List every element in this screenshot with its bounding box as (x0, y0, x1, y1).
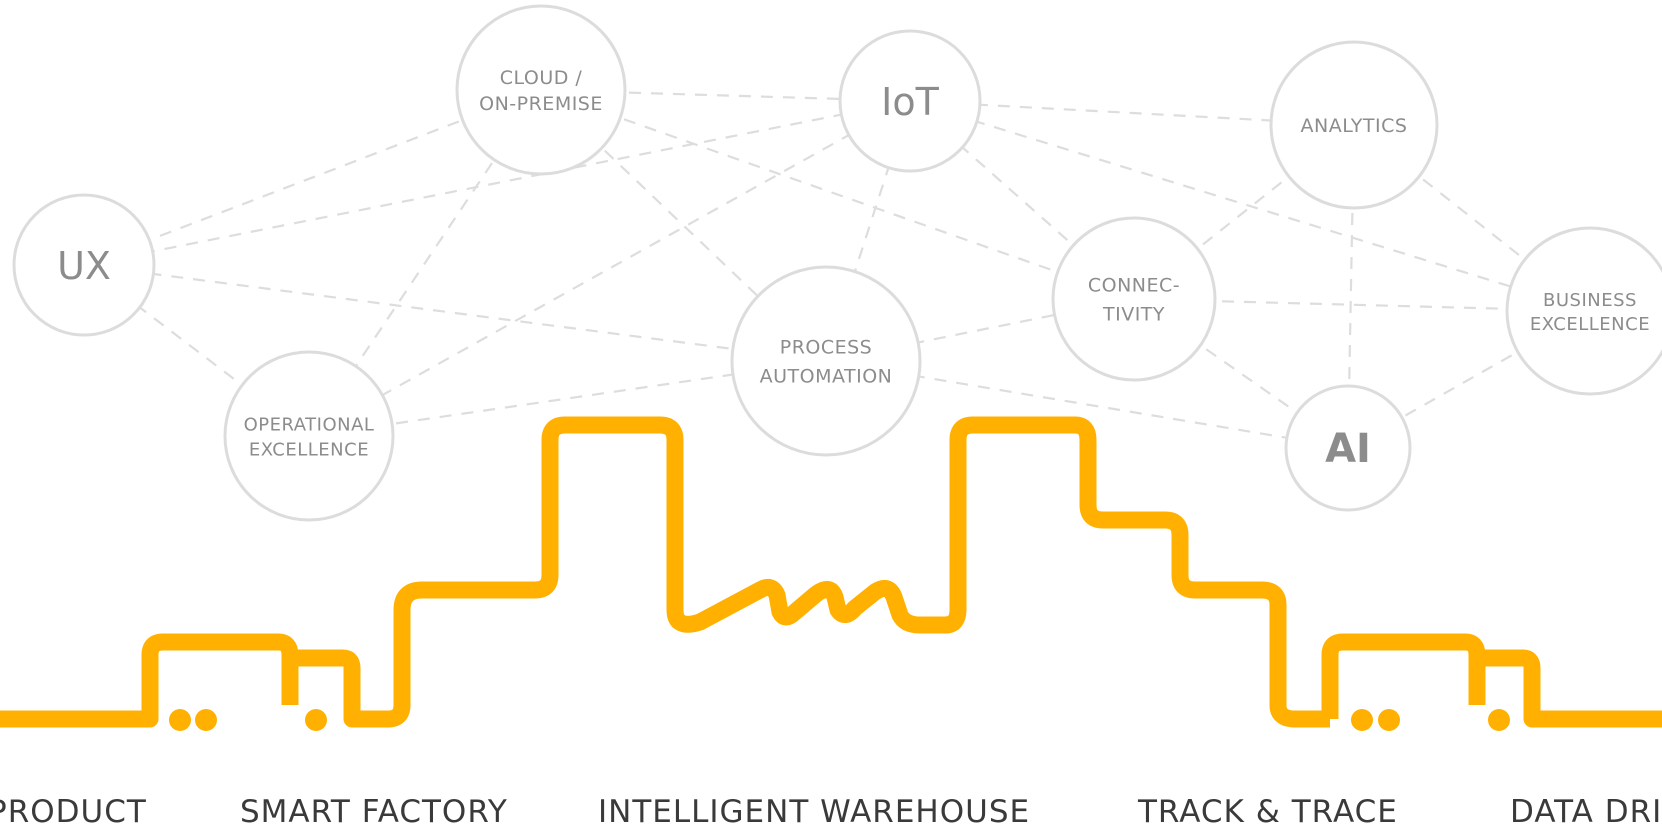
connection-line (83, 99, 911, 267)
bottom-labels: PRODUCT SMART FACTORY INTELLIGENT WAREHO… (0, 794, 1662, 829)
node-label: ANALYTICS (1301, 115, 1408, 137)
node-label: PROCESS (780, 337, 873, 359)
node-label: CONNEC- (1088, 275, 1180, 297)
node-circle (223, 350, 395, 522)
connection-line (308, 100, 911, 437)
node-label: AI (1325, 426, 1371, 472)
node-circle (1269, 40, 1439, 210)
skyline-path (0, 416, 1662, 728)
node-ai: AI (1284, 384, 1412, 512)
label-data-driven: DATA DRIVEN (1510, 794, 1662, 829)
label-intelligent-warehouse: INTELLIGENT WAREHOUSE (598, 794, 1030, 829)
node-label: ON-PREMISE (479, 93, 603, 115)
node-circle (455, 4, 627, 176)
node-analytics: ANALYTICS (1269, 40, 1439, 210)
concept-nodes: CLOUD / ON-PREMISE IoT ANALYTICS UX CONNEC- TI… (12, 4, 1662, 522)
node-ux: UX (12, 193, 156, 337)
node-circle (1505, 226, 1662, 396)
node-circle (12, 193, 156, 337)
node-label: UX (57, 244, 111, 288)
node-label: TIVITY (1102, 304, 1165, 326)
node-connectivity: CONNEC- TIVITY (1051, 216, 1217, 382)
skyline-illustration (0, 416, 1662, 731)
label-product: PRODUCT (0, 794, 147, 829)
node-iot: IoT (838, 29, 982, 173)
truck-wheel (1378, 709, 1400, 731)
connection-line (83, 263, 827, 363)
node-label: OPERATIONAL (244, 415, 375, 436)
label-track-and-trace: TRACK & TRACE (1137, 794, 1398, 829)
node-label: EXCELLENCE (249, 440, 369, 461)
connection-line (83, 88, 542, 267)
truck-wheel (1488, 709, 1510, 731)
node-circle (1051, 216, 1217, 382)
connection-line (909, 99, 1591, 313)
node-circle (730, 265, 922, 457)
node-operational: OPERATIONAL EXCELLENCE (223, 350, 395, 522)
node-business: BUSINESS EXCELLENCE (1505, 226, 1662, 396)
node-label: IoT (881, 80, 939, 124)
connection-line (540, 88, 1135, 301)
node-circle (838, 29, 982, 173)
node-label: CLOUD / (500, 67, 583, 89)
connection-line (540, 88, 911, 103)
node-label: EXCELLENCE (1530, 314, 1650, 335)
truck-wheel (1351, 709, 1373, 731)
node-process: PROCESS AUTOMATION (730, 265, 922, 457)
connection-line (909, 99, 1355, 127)
truck-wheel (169, 709, 191, 731)
node-cloud: CLOUD / ON-PREMISE (455, 4, 627, 176)
node-label: AUTOMATION (760, 366, 893, 388)
truck-wheel (195, 709, 217, 731)
node-label: BUSINESS (1543, 290, 1637, 311)
label-smart-factory: SMART FACTORY (240, 794, 508, 829)
truck-wheel (305, 709, 327, 731)
node-circle (1284, 384, 1412, 512)
